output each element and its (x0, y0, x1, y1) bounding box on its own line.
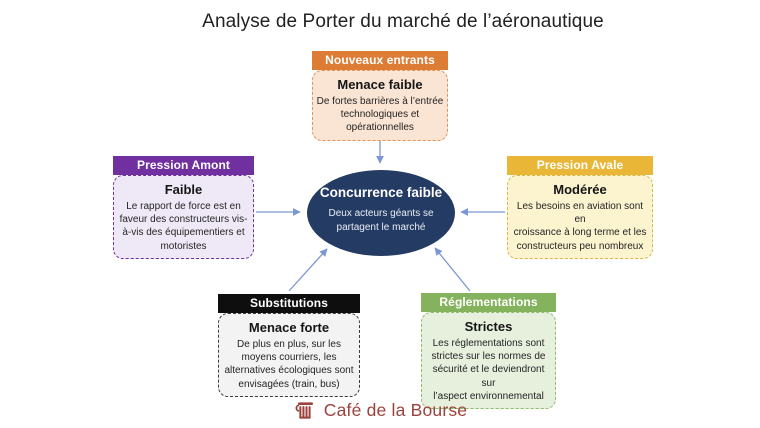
force-header-nouveaux-entrants: Nouveaux entrants (312, 51, 448, 70)
force-level: Menace faible (337, 77, 423, 92)
center-body: Deux acteurs géants se partagent le marc… (328, 208, 434, 233)
force-substitutions: Substitutions Menace forte De plus en pl… (218, 294, 360, 397)
force-pression-avale: Pression Avale Modérée Les besoins en av… (507, 156, 653, 259)
force-level: Faible (164, 182, 203, 197)
force-header-substitutions: Substitutions (218, 294, 360, 313)
coffee-cup-icon (295, 402, 313, 419)
force-body: De plus en plus, sur les moyens courrier… (224, 339, 354, 390)
force-level: Menace forte (248, 320, 330, 335)
force-header-pression-avale: Pression Avale (507, 156, 653, 175)
force-header-pression-amont: Pression Amont (113, 156, 254, 175)
force-body: Les besoins en aviation sont en croissan… (513, 201, 647, 252)
force-body: De fortes barrières à l’entrée technolog… (316, 96, 444, 134)
center-title: Concurrence faible (319, 185, 443, 200)
force-pression-amont: Pression Amont Faible Le rapport de forc… (113, 156, 254, 259)
center-ellipse: Concurrence faible Deux acteurs géants s… (307, 170, 455, 256)
force-box-pression-amont: Faible Le rapport de force est en faveur… (113, 175, 254, 259)
force-body: Les réglementations sont strictes sur le… (431, 338, 546, 402)
brand-logo: Café de la Bourse (0, 398, 760, 423)
force-box-pression-avale: Modérée Les besoins en aviation sont en … (507, 175, 653, 259)
force-box-reglementations: Strictes Les réglementations sont strict… (421, 312, 556, 409)
brand-name: Café de la Bourse (323, 400, 468, 420)
force-box-nouveaux-entrants: Menace faible De fortes barrières à l’en… (312, 70, 448, 141)
force-level: Strictes (464, 319, 513, 334)
force-header-reglementations: Réglementations (421, 293, 556, 312)
arrow-bottomleft-to-center (288, 248, 328, 292)
force-nouveaux-entrants: Nouveaux entrants Menace faible De forte… (312, 51, 448, 141)
force-level: Modérée (553, 182, 607, 197)
force-box-substitutions: Menace forte De plus en plus, sur les mo… (218, 313, 360, 397)
force-reglementations: Réglementations Strictes Les réglementat… (421, 293, 556, 409)
force-body: Le rapport de force est en faveur des co… (119, 201, 248, 252)
arrow-bottomright-to-center (434, 247, 471, 292)
page-title: Analyse de Porter du marché de l’aéronau… (202, 11, 604, 32)
